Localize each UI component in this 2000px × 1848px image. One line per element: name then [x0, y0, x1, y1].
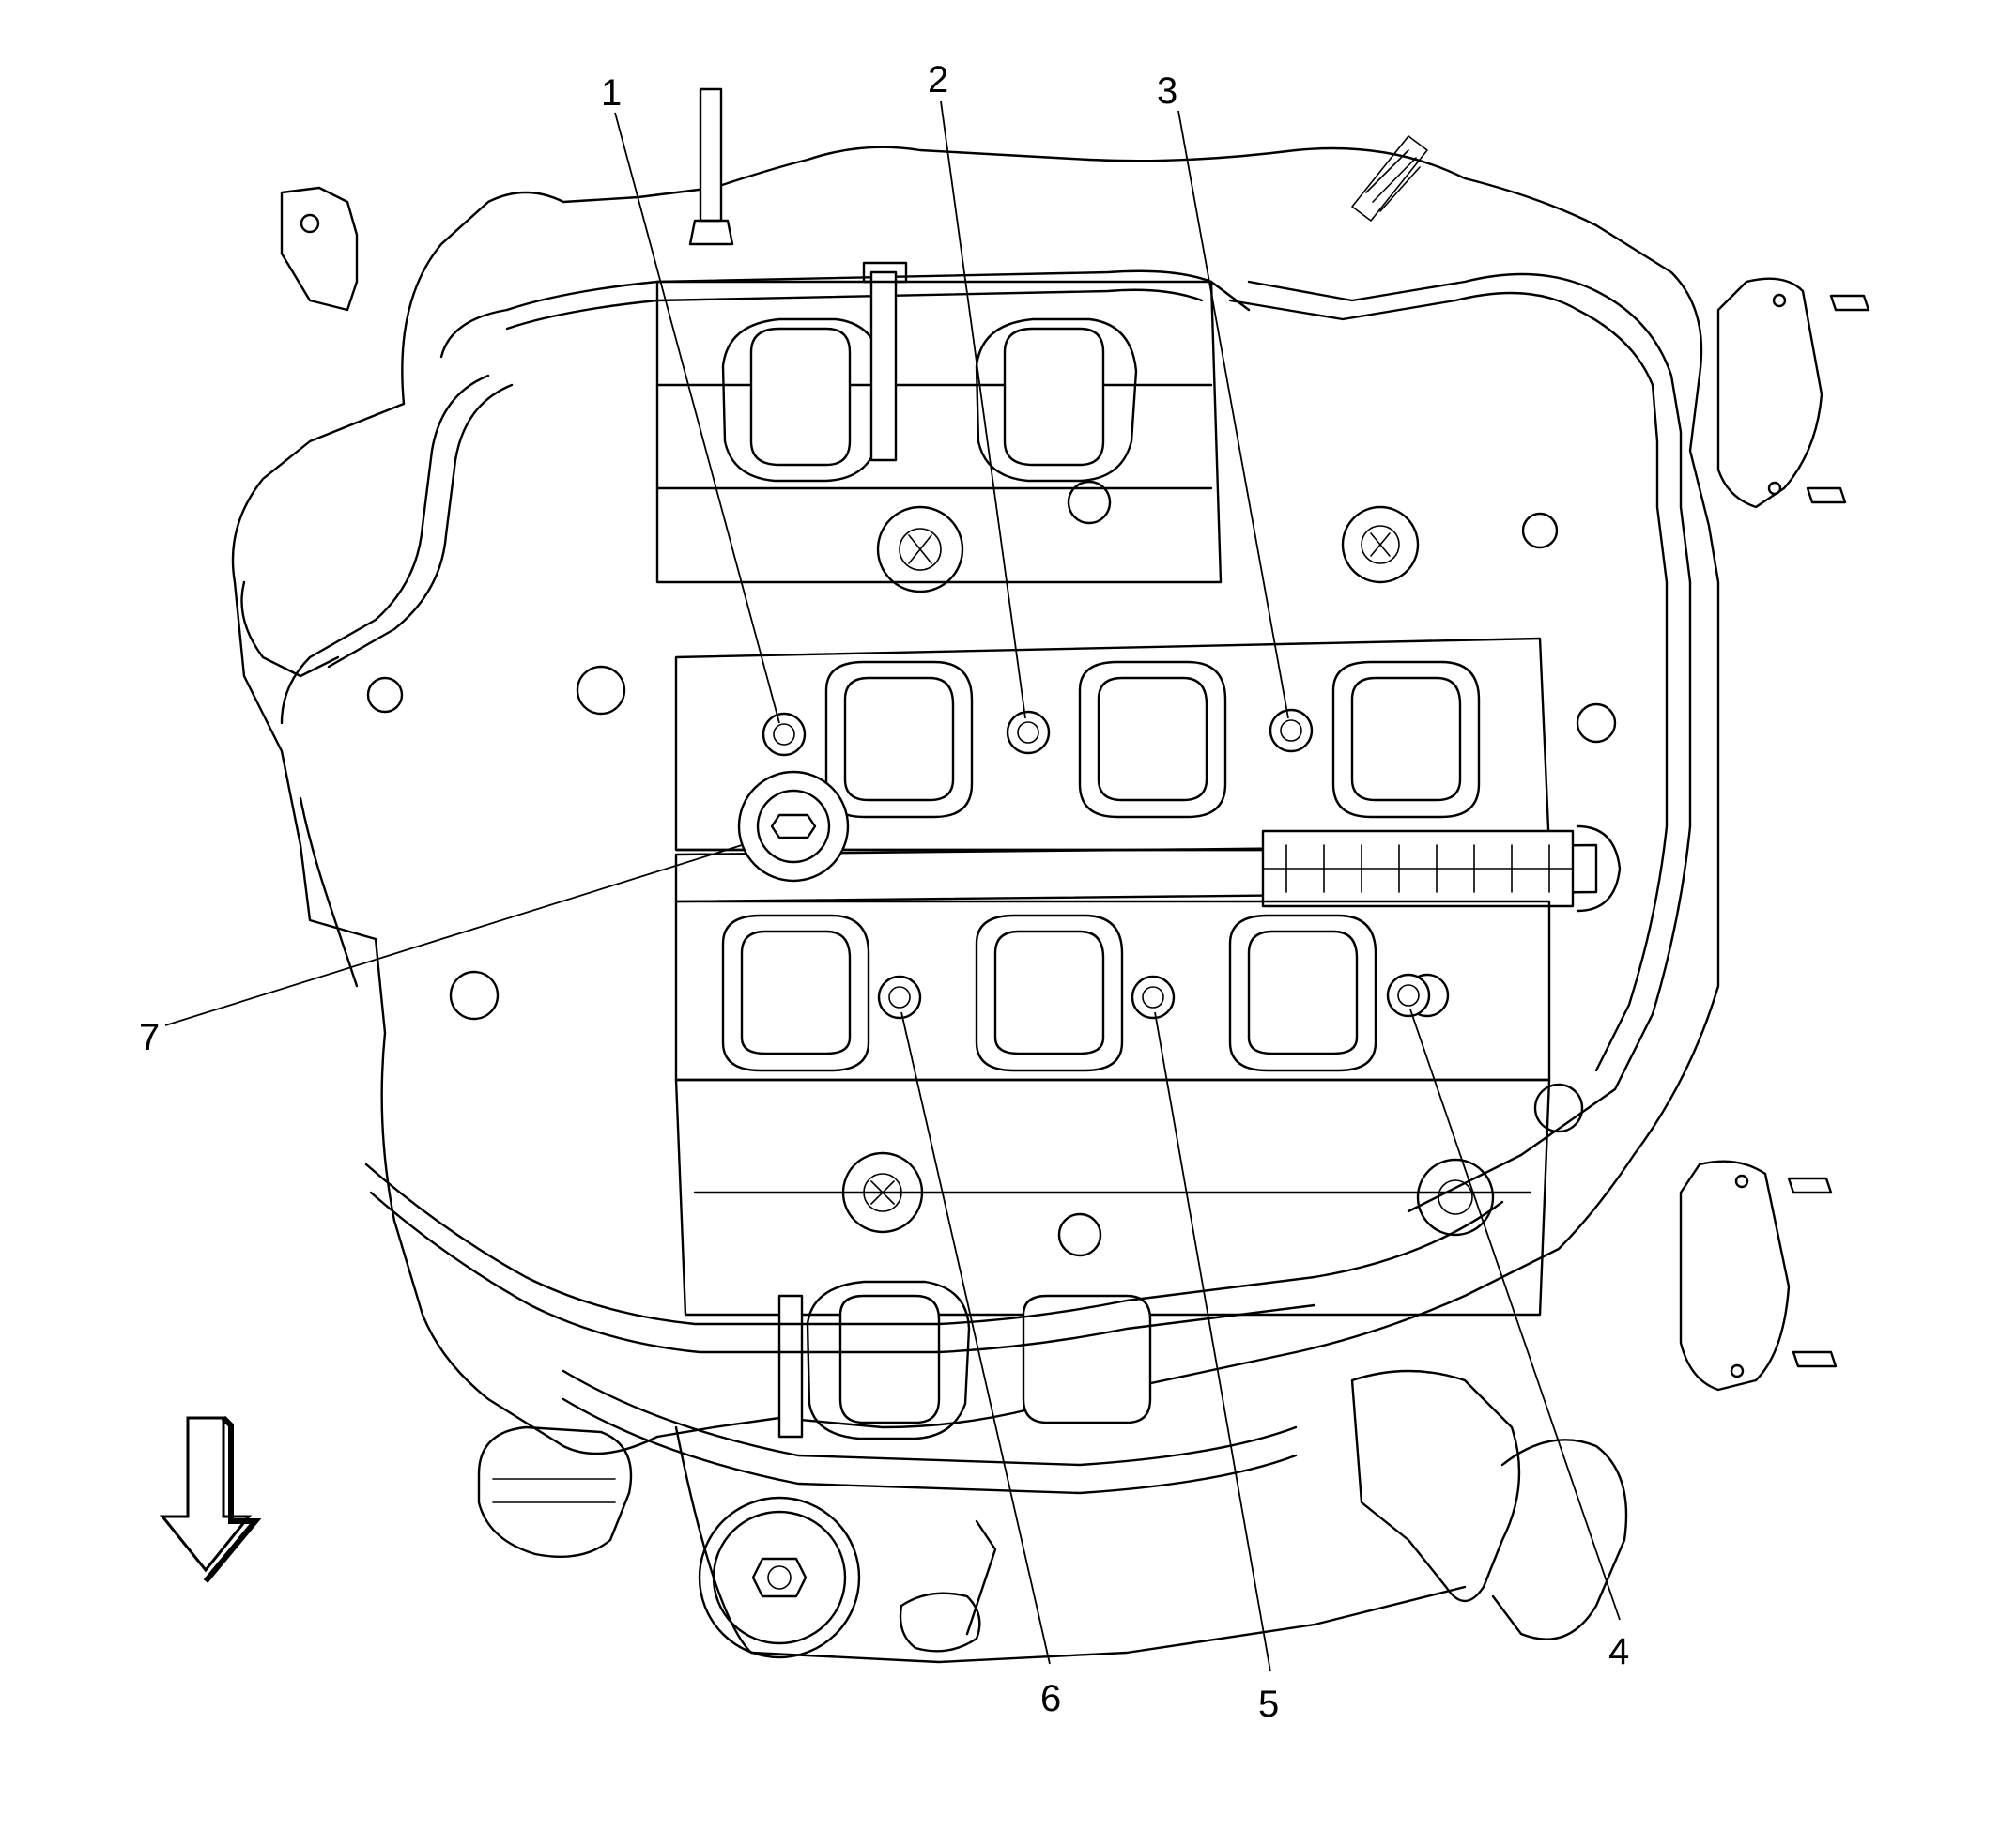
- leader-6: [900, 1011, 1051, 1665]
- callout-labels: 1 2 3 4 5 6 7: [139, 59, 1629, 1725]
- leader-5: [1154, 1011, 1271, 1672]
- bolt-4: [1386, 973, 1431, 1018]
- bolt-3: [1269, 708, 1314, 753]
- callout-1: 1: [601, 72, 622, 114]
- leader-1: [614, 112, 780, 724]
- upper-intake-ports: [824, 660, 1481, 819]
- bolt-2: [1006, 710, 1051, 755]
- callout-4: 4: [1608, 1631, 1629, 1672]
- leader-4: [1409, 1009, 1621, 1621]
- callout-2: 2: [928, 59, 948, 100]
- engine-illustration: [231, 87, 1870, 1664]
- callout-5: 5: [1258, 1684, 1279, 1725]
- leader-lines: [164, 100, 1621, 1672]
- lower-coil-packs: [777, 1280, 1152, 1440]
- bolt-5: [1131, 975, 1176, 1020]
- upper-coil-packs: [721, 261, 1138, 483]
- callout-7: 7: [139, 1017, 160, 1058]
- callout-3: 3: [1157, 70, 1177, 112]
- lower-intake-ports: [721, 914, 1377, 1072]
- leader-7: [164, 844, 743, 1026]
- callout-6: 6: [1040, 1678, 1061, 1719]
- leader-2: [940, 100, 1026, 719]
- bolt-6: [877, 975, 922, 1020]
- bolt-1: [762, 712, 807, 757]
- leader-3: [1177, 110, 1289, 719]
- down-arrow-icon: [159, 1415, 262, 1583]
